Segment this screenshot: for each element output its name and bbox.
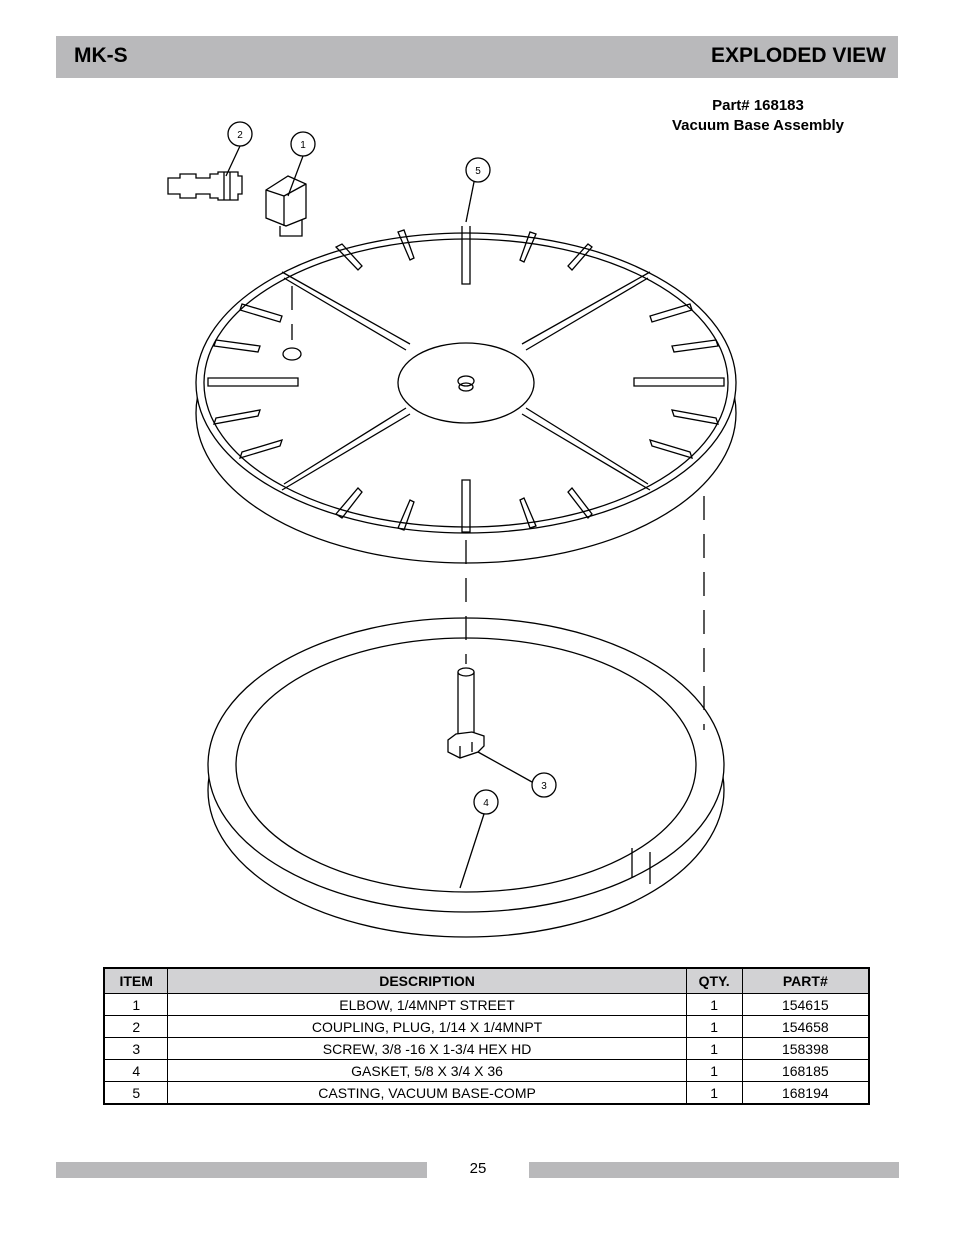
leader-5 (465, 181, 475, 223)
col-qty-header: QTY. (685, 967, 743, 994)
assembly-name: Vacuum Base Assembly (671, 117, 845, 134)
cell-item: 3 (103, 1037, 169, 1060)
col-item-header: ITEM (103, 967, 169, 994)
callout-1-label: 1 (300, 140, 306, 151)
callout-3 (531, 772, 557, 798)
cell-part: 168194 (741, 1081, 870, 1105)
cell-description: ELBOW, 1/4MNPT STREET (167, 993, 687, 1016)
callout-2-label: 2 (237, 130, 243, 141)
cell-description: CASTING, VACUUM BASE-COMP (167, 1081, 687, 1105)
section-title: EXPLODED VIEW (710, 44, 886, 67)
parts-table: ITEM DESCRIPTION QTY. PART# 1 ELBOW, 1/4… (103, 967, 870, 1105)
table-row: 4 GASKET, 5/8 X 3/4 X 36 1 168185 (103, 1059, 870, 1082)
cell-description: GASKET, 5/8 X 3/4 X 36 (167, 1059, 687, 1082)
callout-4-label: 4 (483, 798, 489, 809)
cell-qty: 1 (685, 1059, 743, 1082)
cell-qty: 1 (685, 1037, 743, 1060)
table-row: 5 CASTING, VACUUM BASE-COMP 1 168194 (103, 1081, 870, 1105)
part-info: Part# 168183 Vacuum Base Assembly (640, 96, 876, 136)
cell-item: 2 (103, 1015, 169, 1038)
callout-1 (290, 131, 316, 157)
casting-center-recess (397, 342, 535, 424)
elbow-fitting (265, 175, 307, 237)
cell-part: 154615 (741, 993, 870, 1016)
exploded-view-drawing: 2 1 5 3 4 (167, 121, 737, 938)
cell-qty: 1 (685, 1015, 743, 1038)
cell-qty: 1 (685, 993, 743, 1016)
cell-item: 1 (103, 993, 169, 1016)
page-header: MK-S EXPLODED VIEW (56, 36, 898, 78)
table-row: 1 ELBOW, 1/4MNPT STREET 1 154615 (103, 993, 870, 1016)
vacuum-base-casting (195, 226, 737, 564)
model-title: MK-S (74, 44, 128, 67)
coupling-plug (167, 171, 243, 201)
callout-4 (473, 789, 499, 815)
table-row: 2 COUPLING, PLUG, 1/14 X 1/4MNPT 1 15465… (103, 1015, 870, 1038)
cell-description: SCREW, 3/8 -16 X 1-3/4 HEX HD (167, 1037, 687, 1060)
leader-3 (477, 751, 533, 783)
casting-inner-rim (203, 238, 729, 528)
vacuum-port-hole (282, 347, 302, 361)
gasket-ring (207, 617, 725, 938)
col-part-header: PART# (741, 967, 870, 994)
cell-part: 168185 (741, 1059, 870, 1082)
callout-3-label: 3 (541, 781, 547, 792)
cell-qty: 1 (685, 1081, 743, 1105)
page-number: 25 (469, 1160, 487, 1177)
cell-part: 158398 (741, 1037, 870, 1060)
col-description-header: DESCRIPTION (167, 967, 687, 994)
leader-2 (225, 145, 241, 177)
center-hole (457, 375, 475, 387)
footer-bar-left (56, 1162, 427, 1178)
table-header-row: ITEM DESCRIPTION QTY. PART# (103, 967, 870, 994)
part-number: Part# 168183 (712, 97, 804, 114)
callout-5-label: 5 (475, 166, 481, 177)
assembly-lines (291, 286, 705, 730)
hex-screw (447, 667, 485, 759)
cell-description: COUPLING, PLUG, 1/14 X 1/4MNPT (167, 1015, 687, 1038)
cell-item: 5 (103, 1081, 169, 1105)
leader-4 (459, 813, 485, 889)
table-row: 3 SCREW, 3/8 -16 X 1-3/4 HEX HD 1 158398 (103, 1037, 870, 1060)
callout-2 (227, 121, 253, 147)
footer-bar-right (529, 1162, 899, 1178)
cell-item: 4 (103, 1059, 169, 1082)
leader-1 (287, 155, 304, 197)
callout-5 (465, 157, 491, 183)
cell-part: 154658 (741, 1015, 870, 1038)
